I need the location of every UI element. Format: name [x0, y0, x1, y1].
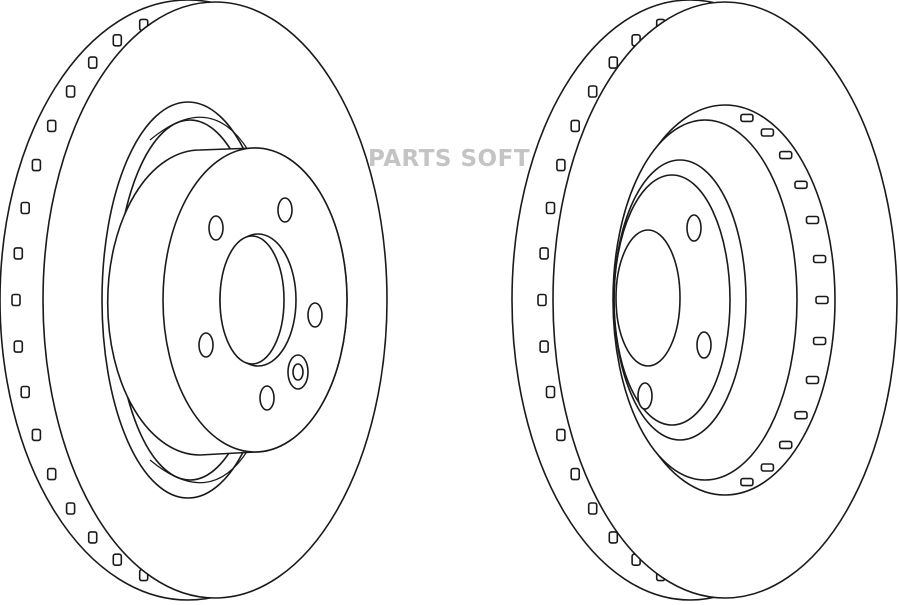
left-disc-hat-step-lower — [149, 449, 249, 484]
bolt-hole — [277, 197, 293, 223]
vent-slot — [778, 440, 793, 450]
left-disc-hat-step — [149, 116, 249, 151]
vent-slot — [545, 385, 556, 399]
bolt-hole — [696, 331, 712, 359]
right-inner-vanes — [740, 113, 829, 487]
vent-slot — [740, 113, 754, 123]
vent-slot — [794, 180, 808, 190]
bolt-hole — [637, 382, 653, 410]
vent-slot — [20, 201, 31, 215]
right-bolt-holes — [637, 214, 712, 410]
vent-slot — [20, 385, 31, 399]
vent-slot — [760, 463, 775, 472]
bolt-hole — [198, 332, 214, 358]
vent-slot — [740, 477, 754, 487]
vent-slot — [570, 467, 581, 481]
vent-slot — [587, 502, 598, 515]
vent-slot — [11, 293, 21, 307]
vent-slot — [805, 215, 820, 225]
vent-slot — [587, 85, 598, 98]
right-disc — [511, 0, 898, 601]
watermark-text: PARTS SOFT — [368, 146, 531, 172]
vent-slot — [13, 247, 24, 260]
vent-slot — [805, 375, 820, 385]
vent-slot — [31, 428, 42, 442]
vent-slot — [556, 428, 566, 442]
vent-slot — [65, 502, 76, 515]
bolt-hole — [208, 215, 224, 241]
vent-slot — [87, 56, 98, 69]
vent-slot — [539, 340, 549, 353]
right-center-bore — [615, 229, 681, 367]
bolt-hole — [307, 302, 323, 328]
vent-slot — [815, 295, 829, 305]
vent-slot — [556, 158, 566, 172]
vent-slot — [112, 553, 123, 567]
vent-slot — [545, 201, 556, 215]
vent-slot — [812, 336, 827, 346]
vent-slot — [112, 33, 123, 47]
vent-slot — [13, 340, 24, 353]
left-center-bore — [219, 235, 285, 365]
left-bolt-holes — [198, 197, 323, 411]
vent-slot — [778, 150, 793, 160]
left-locating-pin — [287, 354, 309, 390]
vent-slot — [65, 85, 76, 98]
vent-slot — [570, 119, 581, 133]
vent-slot — [537, 293, 547, 307]
vent-slot — [760, 128, 775, 137]
left-disc — [0, 0, 388, 601]
bolt-hole — [259, 385, 275, 411]
vent-slot — [31, 158, 42, 172]
vent-slot — [812, 254, 827, 264]
bolt-hole — [686, 214, 702, 242]
vent-slot — [794, 410, 808, 420]
vent-slot — [46, 467, 57, 481]
vent-slot — [87, 531, 98, 544]
vent-slot — [608, 56, 619, 69]
vent-slot — [539, 247, 549, 260]
right-hub-recess-step — [613, 174, 731, 426]
left-disc-vent-slots — [11, 18, 149, 582]
vent-slot — [46, 119, 57, 133]
vent-slot — [608, 531, 619, 544]
